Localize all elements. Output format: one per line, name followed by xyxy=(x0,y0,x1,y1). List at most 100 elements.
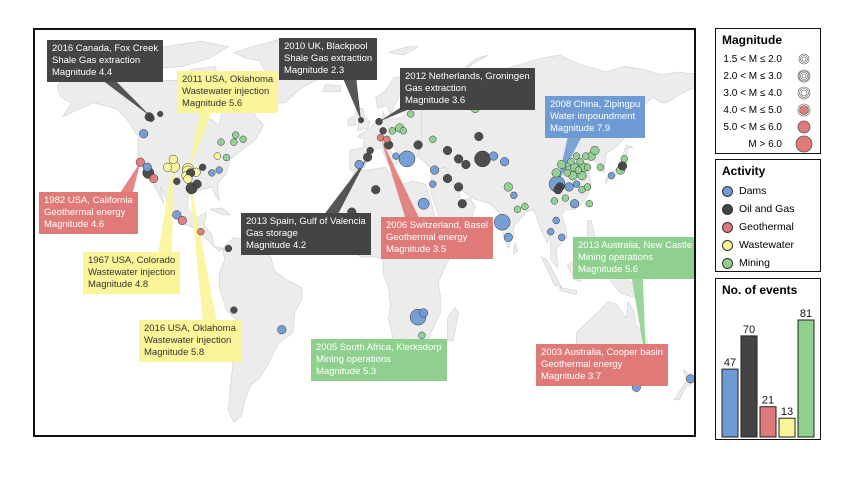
event-marker xyxy=(413,140,423,150)
event-marker xyxy=(418,331,426,339)
event-marker xyxy=(375,117,383,126)
event-marker xyxy=(583,183,592,191)
event-marker xyxy=(366,146,374,155)
land-sri-lanka xyxy=(513,242,518,255)
event-marker xyxy=(576,158,584,166)
activity-label: Mining xyxy=(739,257,770,269)
magnitude-symbol-3 xyxy=(797,86,811,100)
event-marker xyxy=(417,197,430,210)
event-marker xyxy=(513,205,522,213)
activity-item-oil-gas: Oil and Gas xyxy=(722,203,794,215)
magnitude-symbol-5 xyxy=(797,120,811,134)
activity-legend-title: Activity xyxy=(722,164,766,178)
event-marker xyxy=(157,110,164,118)
event-marker xyxy=(582,152,590,160)
land-svalbard xyxy=(388,46,420,56)
event-marker xyxy=(163,162,173,172)
event-marker xyxy=(398,150,416,168)
event-marker xyxy=(239,135,247,143)
activity-label: Geothermal xyxy=(739,221,794,233)
mining-swatch xyxy=(722,257,733,269)
bar-value-label: 81 xyxy=(800,308,812,320)
bar-value-label: 47 xyxy=(724,357,736,369)
callout-leader xyxy=(158,159,174,254)
event-marker xyxy=(371,185,381,195)
event-marker xyxy=(429,135,437,143)
event-marker xyxy=(574,166,582,174)
event-marker xyxy=(570,199,580,209)
event-marker xyxy=(442,145,453,156)
event-marker xyxy=(521,202,529,211)
magnitude-class-label: 5.0 < M ≤ 6.0 xyxy=(723,122,782,133)
land-iceland xyxy=(321,84,341,92)
bar-geothermal xyxy=(759,406,777,438)
event-marker xyxy=(617,161,628,171)
event-marker xyxy=(407,110,415,118)
event-marker xyxy=(142,162,152,172)
event-marker xyxy=(277,325,287,335)
event-marker xyxy=(230,306,238,314)
magnitude-class-label: M > 6.0 xyxy=(748,139,782,150)
event-marker xyxy=(168,154,178,164)
event-marker xyxy=(563,169,571,177)
event-marker xyxy=(217,138,225,146)
callout-leader xyxy=(118,162,141,196)
callout-leader xyxy=(379,106,417,122)
land-new-zealand xyxy=(673,368,694,401)
event-marker xyxy=(379,127,387,135)
event-marker xyxy=(620,155,628,163)
bar-value-label: 13 xyxy=(781,406,793,418)
event-marker xyxy=(558,233,566,241)
event-marker xyxy=(230,138,238,146)
bar-value-label: 21 xyxy=(762,395,774,407)
activity-label: Oil and Gas xyxy=(739,203,795,215)
event-marker xyxy=(461,159,471,170)
magnitude-symbol-6 xyxy=(795,135,813,153)
callout-leader xyxy=(323,157,368,216)
event-marker xyxy=(197,228,205,236)
event-marker xyxy=(419,308,429,318)
land-novaya-zemlya xyxy=(462,54,489,73)
event-marker xyxy=(572,152,581,160)
event-marker xyxy=(208,169,216,177)
event-marker xyxy=(583,163,592,171)
events-chart-title: No. of events xyxy=(722,283,798,297)
event-marker xyxy=(500,157,510,167)
event-marker xyxy=(149,173,159,184)
magnitude-legend: Magnitude 1.5 < M ≤ 2.0 2.0 < M ≤ 3.0 3.… xyxy=(715,28,821,154)
event-marker xyxy=(135,157,145,167)
wastewater-swatch xyxy=(722,239,733,251)
activity-label: Dams xyxy=(739,185,767,197)
event-marker xyxy=(489,151,499,161)
event-marker xyxy=(503,182,513,192)
callout-leader xyxy=(188,168,217,323)
callout-leader xyxy=(98,77,151,117)
event-marker xyxy=(454,154,464,164)
event-marker xyxy=(392,152,400,160)
event-marker xyxy=(564,182,574,192)
event-marker xyxy=(442,173,453,184)
event-marker xyxy=(585,200,593,208)
magnitude-symbol-2 xyxy=(797,69,811,83)
dams-swatch xyxy=(722,185,733,197)
bar-value-label: 70 xyxy=(743,324,755,336)
event-marker xyxy=(474,131,484,142)
event-marker xyxy=(215,166,223,174)
event-marker xyxy=(590,145,600,156)
event-marker xyxy=(510,191,518,199)
event-marker xyxy=(553,185,563,195)
activity-label: Wastewater xyxy=(739,239,795,251)
